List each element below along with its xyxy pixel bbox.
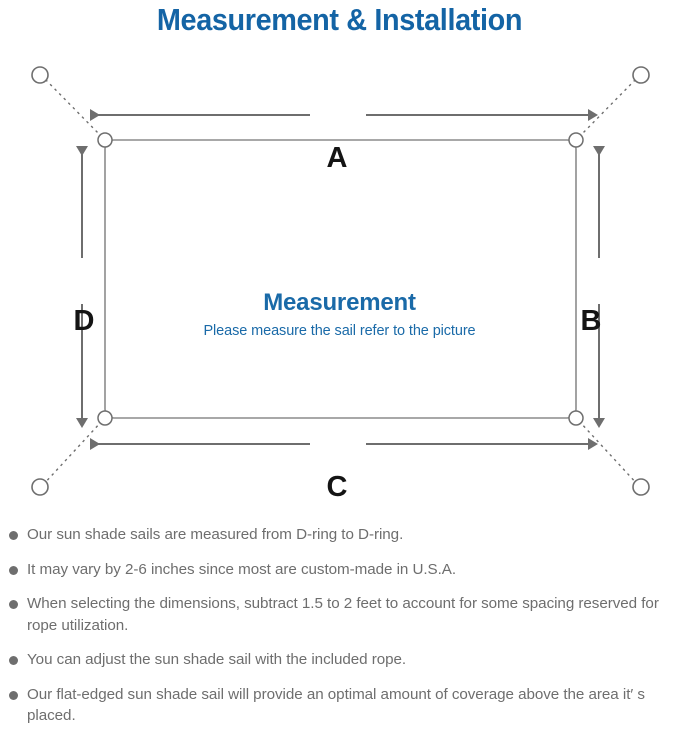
anchor-point-top-right: [632, 66, 650, 84]
rope-line-top-left: [41, 75, 103, 138]
list-item: When selecting the dimensions, subtract …: [0, 593, 679, 636]
note-text: When selecting the dimensions, subtract …: [27, 595, 659, 634]
rope-line-top-right: [578, 75, 640, 138]
dimension-label-c: C: [326, 471, 348, 503]
note-text: It may vary by 2-6 inches since most are…: [27, 560, 457, 578]
d-ring-bottom-right: [568, 410, 584, 426]
list-item: Our flat-edged sun shade sail will provi…: [0, 684, 679, 727]
sail-rectangle: [104, 139, 577, 419]
rope-line-bottom-right: [578, 420, 640, 487]
dimension-label-b: B: [580, 305, 602, 337]
diagram-center-title: Measurement: [263, 289, 416, 316]
bullet-icon: [9, 690, 18, 700]
d-ring-top-right: [568, 132, 584, 148]
list-item: Our sun shade sails are measured from D-…: [0, 524, 679, 546]
diagram-svg: [31, 66, 650, 496]
note-text: Our flat-edged sun shade sail will provi…: [27, 685, 645, 725]
anchor-point-bottom-left: [31, 478, 49, 496]
dimension-label-a: A: [326, 142, 348, 174]
dimension-label-d: D: [73, 305, 95, 337]
d-ring-bottom-left: [97, 410, 113, 426]
d-ring-top-left: [97, 132, 113, 148]
anchor-point-bottom-right: [632, 478, 650, 496]
bullet-icon: [9, 600, 18, 610]
bullet-icon: [9, 656, 18, 666]
anchor-point-top-left: [31, 66, 49, 84]
list-item: You can adjust the sun shade sail with t…: [0, 649, 679, 671]
list-item: It may vary by 2-6 inches since most are…: [0, 559, 679, 581]
bullet-icon: [9, 531, 18, 540]
note-text: You can adjust the sun shade sail with t…: [27, 651, 407, 669]
measurement-diagram: A B C D Measurement Please measure the s…: [0, 46, 679, 516]
notes-list: Our sun shade sails are measured from D-…: [0, 524, 679, 740]
rope-line-bottom-left: [41, 420, 103, 487]
note-text: Our sun shade sails are measured from D-…: [27, 526, 404, 543]
page-title: Measurement & Installation: [156, 2, 523, 37]
bullet-icon: [9, 565, 18, 575]
diagram-center-subtitle: Please measure the sail refer to the pic…: [203, 323, 476, 339]
